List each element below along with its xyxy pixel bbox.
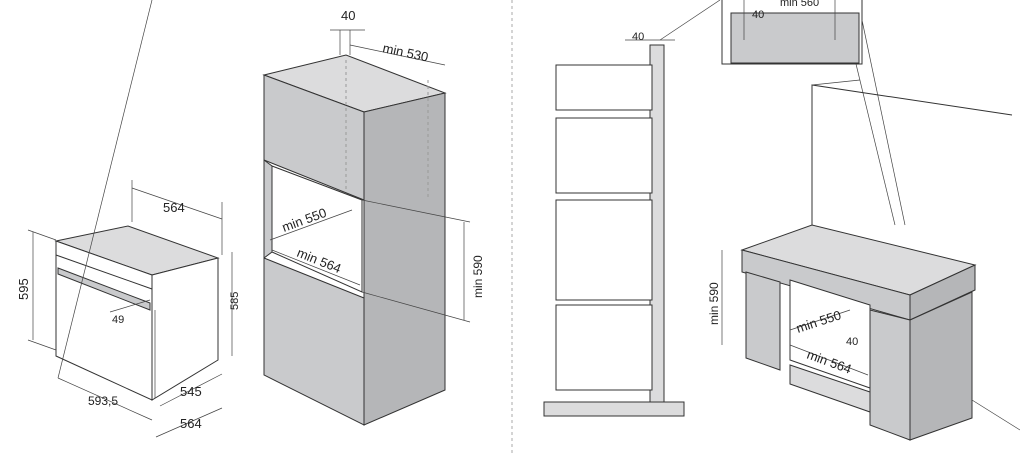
detail-label: min 560 <box>780 0 819 9</box>
dim-niche-height: min 590 <box>471 255 485 298</box>
cabinet-dimension-lines <box>269 29 471 323</box>
dim-panel-depth: 40 <box>341 8 355 23</box>
dim-oven-total-depth: 564 <box>180 416 202 431</box>
detail-inset <box>721 0 906 226</box>
dim-detail-gap: 40 <box>752 9 764 21</box>
dim-uc-gap: 40 <box>846 336 858 348</box>
dim-oven-width: 593,5 <box>88 394 118 408</box>
dim-side-gap: 40 <box>632 31 644 43</box>
dim-oven-body-depth: 545 <box>180 384 202 399</box>
under-counter-dimension-lines <box>721 250 869 376</box>
dim-uc-niche-height: min 590 <box>707 282 721 325</box>
oven-drawing <box>54 225 220 401</box>
side-view-drawing <box>543 0 721 417</box>
dim-oven-depth-top: 564 <box>163 200 185 215</box>
tall-cabinet-drawing <box>262 54 447 426</box>
dim-oven-height-side: 585 <box>229 292 241 310</box>
dim-handle-depth: 49 <box>112 314 124 326</box>
under-counter-drawing <box>740 79 1020 441</box>
dim-cabinet-min-depth: min 530 <box>381 40 429 64</box>
dim-oven-height-front: 595 <box>16 278 31 300</box>
oven-dimension-lines <box>27 0 233 438</box>
